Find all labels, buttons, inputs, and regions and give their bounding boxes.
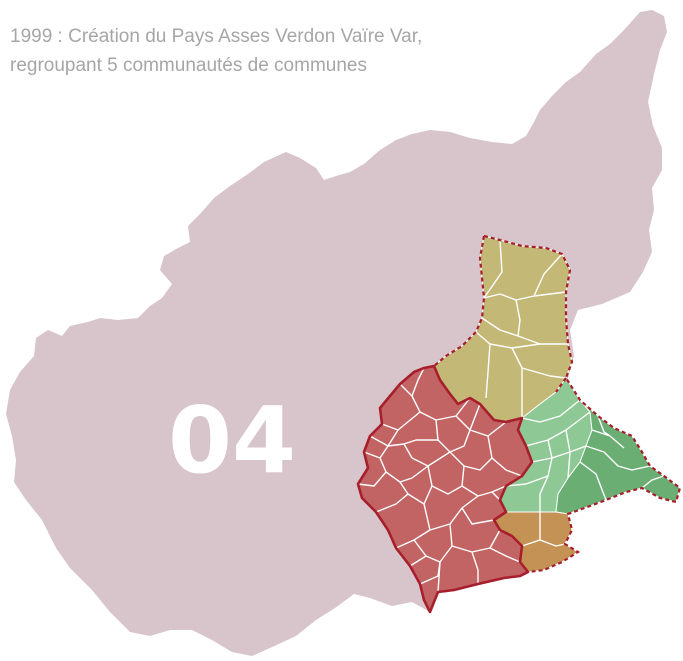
- pays-boundary-outline: [437, 234, 682, 594]
- pays-boundary-outline-north: [433, 235, 486, 367]
- commune-boundaries: [357, 239, 665, 593]
- communaute-west-border: [356, 364, 534, 614]
- caption-line-1: 1999 : Création du Pays Asses Verdon Vaï…: [10, 26, 423, 47]
- pays-asses-verdon-vaire-var: [356, 234, 682, 614]
- caption-line-2: regroupant 5 communautés de communes: [10, 55, 367, 76]
- department-code-label: 04: [168, 387, 296, 494]
- map-caption: 1999 : Création du Pays Asses Verdon Vaï…: [10, 22, 510, 80]
- pays-boundary-outline-east-inner: [555, 377, 567, 393]
- department-04-shape: [6, 10, 680, 656]
